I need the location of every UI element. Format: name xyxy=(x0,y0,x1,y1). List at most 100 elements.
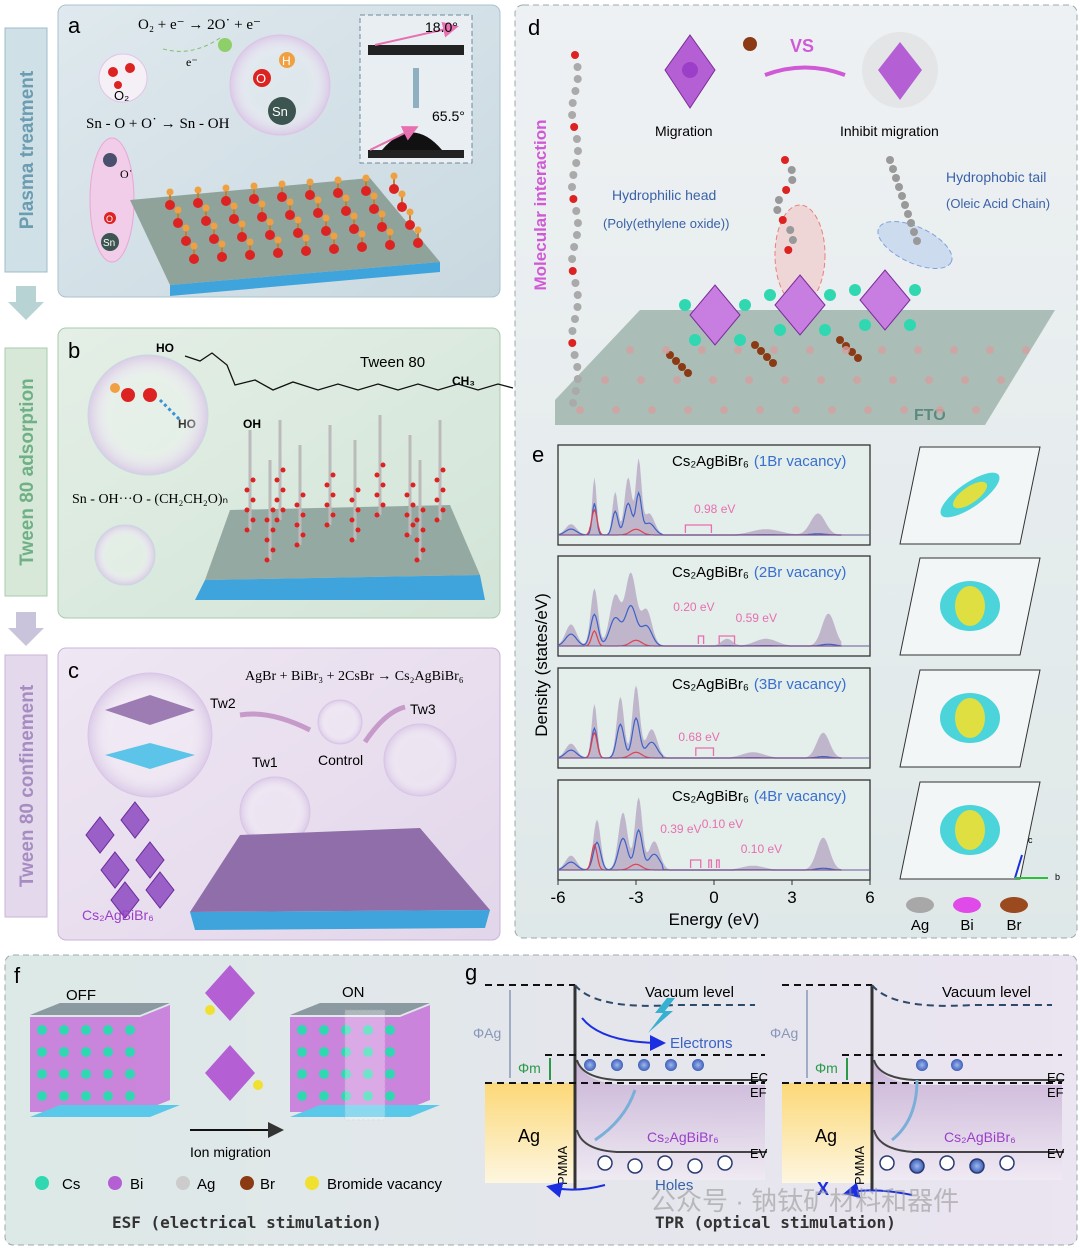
total-dos-area xyxy=(558,797,842,870)
oxygen-atom xyxy=(280,507,286,513)
octahedron xyxy=(85,816,115,854)
fto-atom xyxy=(684,406,692,414)
process-steps: Plasma treatment Tween 80 adsorption Twe… xyxy=(4,27,48,918)
total-dos-area xyxy=(558,572,842,646)
hydrogen-atom xyxy=(322,214,330,222)
band-gap-bracket xyxy=(684,524,713,533)
panel-letter-g: g xyxy=(465,960,477,985)
chain-atom xyxy=(568,183,576,191)
hydrogen-atom xyxy=(274,236,282,244)
cs-atom xyxy=(909,284,921,296)
legend-swatch xyxy=(240,1176,254,1190)
oxygen-atom xyxy=(440,487,446,493)
cs-atom xyxy=(819,324,831,336)
legend-swatch xyxy=(906,897,934,913)
cs-ion xyxy=(103,1047,113,1057)
oxygen-atom xyxy=(244,487,250,493)
oxygen-atom xyxy=(274,517,280,523)
chain-atom xyxy=(570,243,579,251)
cs-atom xyxy=(849,284,861,296)
chain-atom xyxy=(573,291,582,299)
ag-label: Ag xyxy=(815,1126,837,1146)
cs-ion xyxy=(103,1025,113,1035)
cs-ion xyxy=(341,1047,351,1057)
chain-atom xyxy=(568,255,577,263)
oxygen-atom xyxy=(397,202,407,212)
chain-atom xyxy=(573,375,582,383)
fto-atom xyxy=(576,406,584,414)
recombination-arrow xyxy=(891,1079,919,1142)
reaction-sn-oh: Sn - O + O˙ → Sn - OH xyxy=(86,116,230,132)
panel-de: d Molecular interaction Migration VS Inh… xyxy=(514,4,1078,939)
oxygen-atom xyxy=(385,240,395,250)
tail-atom xyxy=(898,192,906,200)
oxygen-atom xyxy=(333,188,343,198)
ec-curve xyxy=(576,1059,767,1081)
down-arrow-icon xyxy=(8,286,44,320)
hydrogen-atom xyxy=(314,196,322,204)
material-label: Cs₂AgBiBr₆ xyxy=(647,1129,719,1145)
hydrogen-atom xyxy=(406,208,414,216)
oxygen-atom xyxy=(264,557,270,563)
br-atom xyxy=(672,357,680,365)
molecular-interaction-title: Molecular interaction xyxy=(531,120,550,291)
oxygen-atom xyxy=(257,212,267,222)
oxygen-atom xyxy=(420,547,426,553)
phi-m-label: Φm xyxy=(815,1060,838,1076)
hydrogen-atom xyxy=(246,238,254,246)
oxygen-atom xyxy=(380,482,386,488)
hydrophobic-tail-label: Hydrophobic tail xyxy=(946,169,1046,185)
legend-swatch xyxy=(305,1176,319,1190)
cs-ion xyxy=(297,1069,307,1079)
x-tick-label: 6 xyxy=(865,888,874,907)
oxygen-atom xyxy=(404,512,410,518)
head-atom xyxy=(784,246,793,254)
chain-atom xyxy=(572,135,581,143)
hydrogen-atom xyxy=(266,218,274,226)
dos-ylabel: Density (states/eV) xyxy=(532,593,551,737)
electron-label: e⁻ xyxy=(186,55,198,69)
cs-ion xyxy=(319,1091,329,1101)
cs-ion xyxy=(37,1069,47,1079)
down-arrow-icon xyxy=(8,612,44,646)
charge-lobe xyxy=(955,810,985,850)
hydrogen-atom xyxy=(250,182,258,190)
oxygen-atom xyxy=(294,522,300,528)
oxygen-atom xyxy=(355,487,361,493)
fto-atom xyxy=(900,406,908,414)
fto-atom xyxy=(864,406,872,414)
chain-atom xyxy=(573,363,582,371)
step-tween-adsorption: Tween 80 adsorption xyxy=(17,378,38,566)
hydrogen-atom xyxy=(230,202,238,210)
hole xyxy=(597,1155,613,1171)
octahedron xyxy=(110,881,140,919)
hydrogen-atom xyxy=(194,186,202,194)
cs-ion xyxy=(363,1047,373,1057)
band-gap-bracket xyxy=(697,635,705,644)
oxygen-atom xyxy=(193,198,203,208)
blocked-mark: X xyxy=(817,1179,829,1199)
tail-atom xyxy=(910,228,918,236)
chain-atom xyxy=(571,51,579,59)
legend-label: Ag xyxy=(911,917,929,934)
x-tick-label: -3 xyxy=(628,888,643,907)
octahedron xyxy=(145,871,175,909)
cs-ion xyxy=(81,1091,91,1101)
octahedron xyxy=(774,274,826,336)
oxygen-atom xyxy=(349,497,355,503)
fto-atom xyxy=(734,346,742,354)
band-gap-bracket xyxy=(718,635,736,644)
band-gap-value: 0.10 eV xyxy=(741,842,782,856)
hydrogen-atom xyxy=(414,226,422,234)
chain-atom xyxy=(568,327,577,335)
oxygen-atom xyxy=(280,487,286,493)
oxygen-atom xyxy=(389,184,399,194)
fto-atom xyxy=(781,376,789,384)
fto-atom xyxy=(673,376,681,384)
x-tick-label: 3 xyxy=(787,888,796,907)
cs-ion xyxy=(81,1047,91,1057)
octahedron xyxy=(120,801,150,839)
legend-label: Cs xyxy=(62,1176,80,1193)
legend-swatch xyxy=(1000,897,1028,913)
